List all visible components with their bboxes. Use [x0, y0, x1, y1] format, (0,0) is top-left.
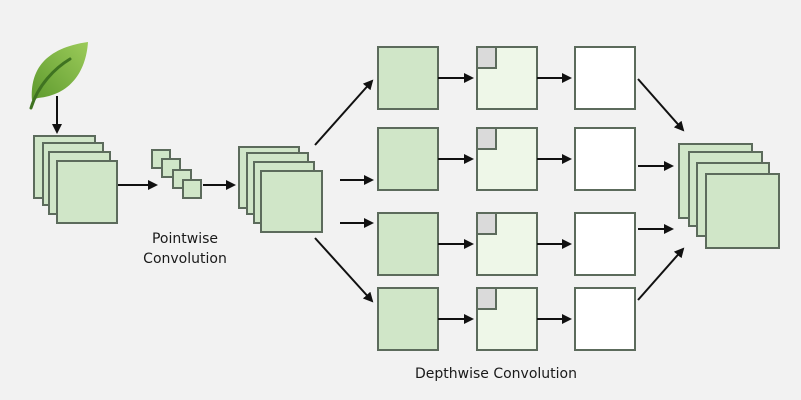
output-feature-stack: [678, 143, 780, 249]
depthwise-kernel: [476, 287, 497, 310]
output-channel-map: [574, 46, 636, 110]
pointwise-label-line1: Pointwise: [151, 231, 218, 247]
output-channel-map: [574, 127, 636, 191]
depthwise-kernel: [476, 127, 497, 150]
channel-map: [377, 212, 439, 276]
depthwise-label: Depthwise Convolution: [415, 366, 577, 382]
depthwise-branch: [377, 212, 636, 276]
depthwise-branch: [377, 287, 636, 351]
depthwise-kernel: [476, 46, 497, 69]
fan-in-arrows: [637, 78, 685, 301]
leaf-icon: [29, 42, 88, 110]
pointwise-label-line2: Convolution: [143, 251, 227, 267]
output-channel-map: [574, 212, 636, 276]
intermediate-feature-stack: [238, 146, 323, 233]
fan-out-arrows: [314, 79, 374, 303]
channel-map: [377, 127, 439, 191]
channel-map: [377, 287, 439, 351]
depthwise-branch: [377, 46, 636, 110]
pointwise-kernels: [151, 149, 202, 199]
input-feature-stack: [33, 135, 118, 224]
depthwise-branch: [377, 127, 636, 191]
output-channel-map: [574, 287, 636, 351]
depthwise-kernel: [476, 212, 497, 235]
pointwise-label: Pointwise Convolution: [120, 229, 250, 269]
channel-map: [377, 46, 439, 110]
